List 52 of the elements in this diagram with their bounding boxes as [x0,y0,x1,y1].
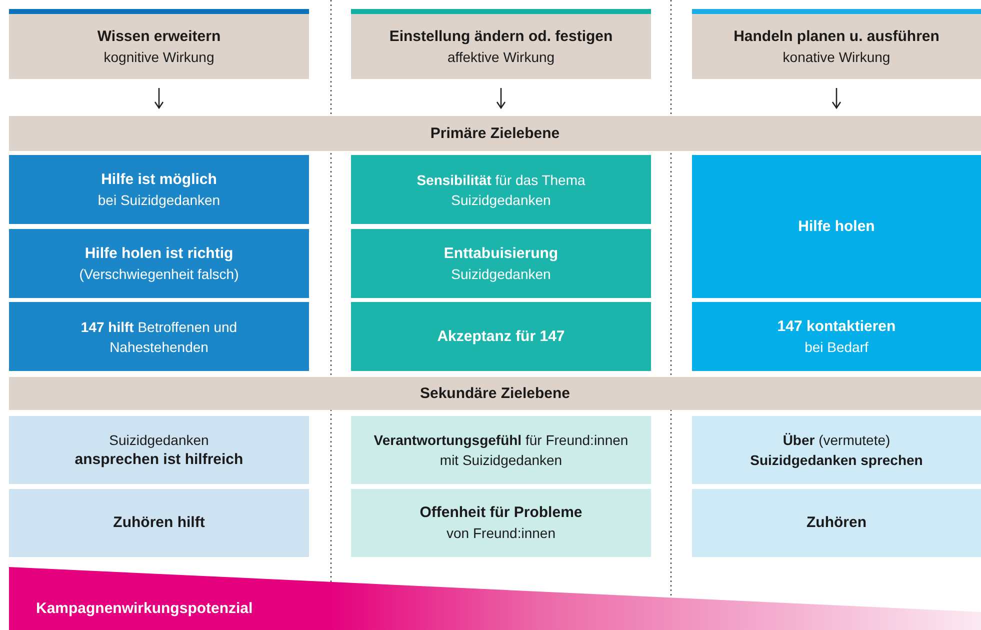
goal-box [9,416,309,484]
goal-box [9,229,309,298]
gradient-banner [9,567,981,630]
box-text: Zuhören [806,513,866,533]
box-text: Zuhören hilft [113,513,205,533]
box-text: 147 kontaktieren [777,316,896,336]
box-text: Sekundäre Zielebene [420,384,570,404]
header-box [692,14,981,79]
box-text: Suizidgedanken [109,431,209,450]
box-subtext: konative Wirkung [782,48,890,66]
box-subtext: affektive Wirkung [447,48,555,66]
goal-box [351,229,651,298]
goal-box [692,489,981,557]
box-text: Akzeptanz für 147 [437,326,565,346]
box-text: Handeln planen u. ausführen [734,26,940,46]
goal-box [9,155,309,224]
box-text: Über (vermutete) Suizidgedanken sprechen [749,431,924,470]
box-subtext: von Freund:innen [446,524,556,543]
goal-box [692,155,981,298]
box-text: Offenheit für Probleme [420,503,582,523]
box-text: Enttabuisierung [444,244,558,264]
box-text: Kampagnenwirkungspotenzial [36,599,253,619]
goal-box [351,155,651,224]
goal-box [351,302,651,371]
box-subtext: (Verschwiegenheit falsch) [79,264,239,284]
box-subtext: ansprechen ist hilfreich [74,450,244,470]
box-text: Hilfe holen ist richtig [84,244,234,264]
goal-box [692,416,981,484]
goal-box [692,302,981,371]
box-text: Einstellung ändern od. festigen [389,26,613,46]
box-subtext: Suizidgedanken [451,264,551,284]
box-text: Hilfe holen [798,216,875,236]
box-text: Wissen erweitern [97,26,221,46]
level-band [9,377,981,410]
box-text: Primäre Zielebene [430,124,560,144]
header-box [9,14,309,79]
goal-box [9,302,309,371]
box-subtext: kognitive Wirkung [104,48,214,66]
box-subtext: bei Suizidgedanken [98,190,220,210]
arrow [496,88,506,109]
goal-box [351,489,651,557]
level-band [9,116,981,151]
box-text: Hilfe ist möglich [101,170,217,190]
arrow [154,88,164,109]
box-subtext: bei Bedarf [804,338,868,356]
header-box [351,14,651,79]
box-text: 147 hilft Betroffenen und Nahestehenden [80,318,238,356]
goal-box [9,489,309,557]
box-text: Sensibilität für das Thema Suizidgedanken [416,170,586,210]
arrow [832,88,842,109]
box-text: Verantwortungsgefühl für Freund:innen mit Suizidgedanken [372,431,630,470]
goal-box [351,416,651,484]
